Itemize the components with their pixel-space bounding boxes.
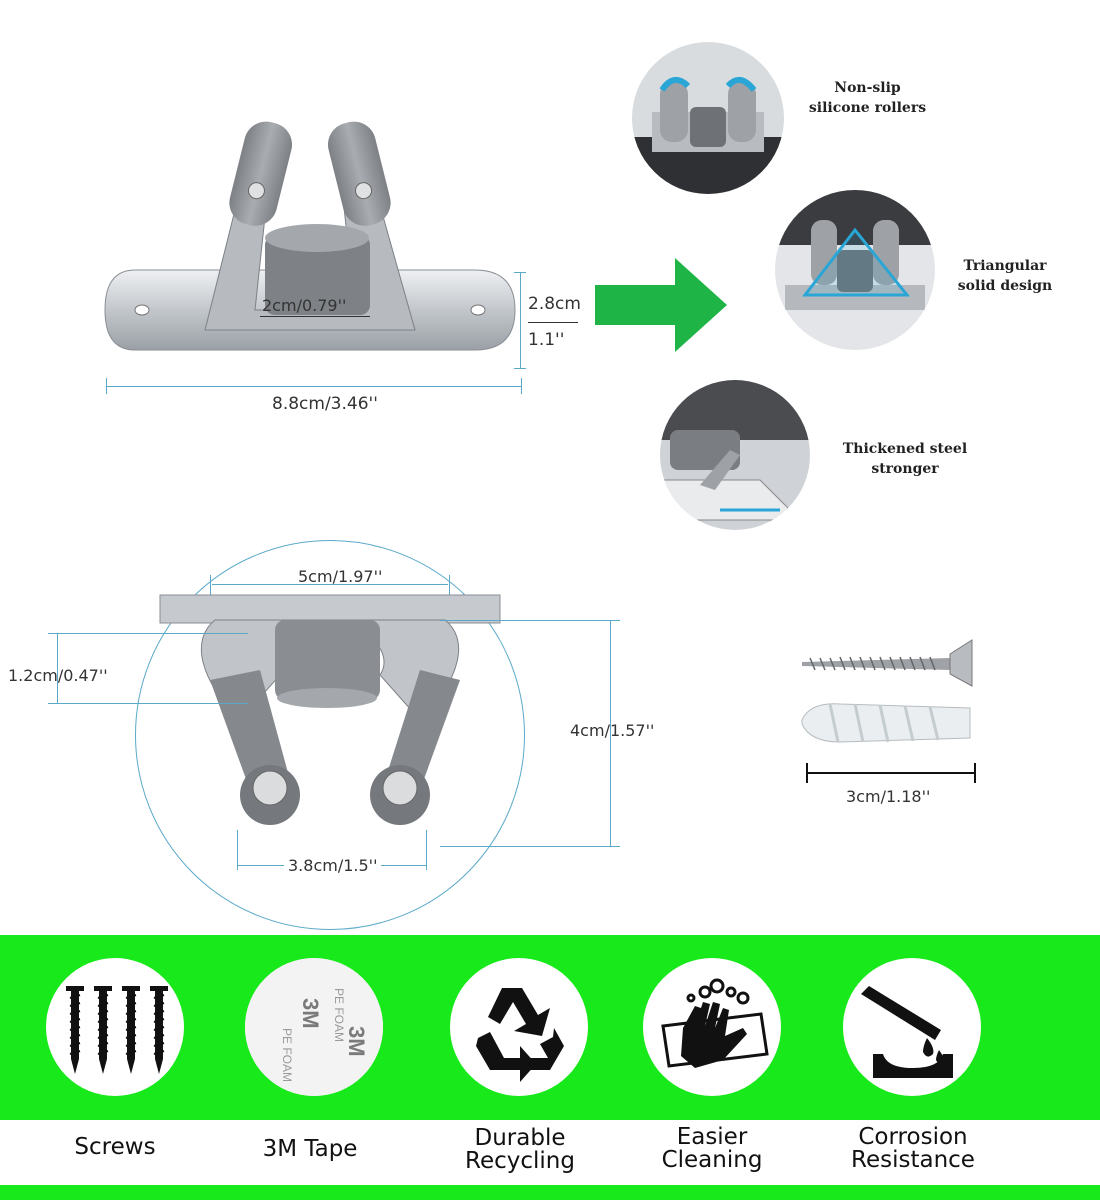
- mop-holder-top-image: [159, 594, 501, 825]
- feature-1-text: Non-slip silicone rollers: [790, 78, 945, 118]
- tape-icon: 3M PE FOAM 3M PE FOAM: [245, 958, 383, 1096]
- tape-brand-text-a: 3M: [298, 998, 323, 1029]
- top-product-view: [95, 110, 535, 370]
- caption-tape: 3M Tape: [215, 1138, 405, 1161]
- height-cm-label: 2.8cm: [528, 294, 581, 314]
- caption-corrosion: Corrosion Resistance: [818, 1126, 1008, 1172]
- caption-corrosion-line1: Corrosion: [858, 1124, 968, 1150]
- feature-1-line1: Non-slip: [834, 80, 901, 96]
- caption-recycling: Durable Recycling: [425, 1127, 615, 1173]
- height-mid-tick-bottom: [440, 846, 620, 847]
- screw-length-label: 3cm/1.18'': [846, 787, 931, 806]
- caption-cleaning-line1: Easier: [676, 1124, 748, 1150]
- feature-3-line2: stronger: [871, 461, 939, 477]
- height-mid-label: 4cm/1.57'': [570, 721, 655, 740]
- triangle-design-image: [775, 190, 935, 350]
- feature-2-line1: Triangular: [963, 258, 1047, 274]
- depth-label: 1.2cm/0.47'': [8, 666, 108, 685]
- feature-1-line2: silicone rollers: [808, 100, 927, 116]
- caption-screws-line1: Screws: [74, 1134, 156, 1160]
- roller-closeup-image: [632, 42, 784, 194]
- height-fraction-line: [528, 322, 578, 323]
- inner-width-line: [260, 316, 370, 317]
- feature-2-line2: solid design: [957, 278, 1053, 294]
- feature-3-text: Thickened steel stronger: [830, 439, 980, 479]
- gap-line: [212, 584, 448, 585]
- roller-gap-label: 3.8cm/1.5'': [284, 856, 382, 875]
- caption-cleaning-line2: Cleaning: [661, 1147, 763, 1173]
- recycle-icon: [450, 958, 588, 1096]
- inner-width-label: 2cm/0.79'': [262, 296, 347, 315]
- width-line: [106, 386, 522, 387]
- height-line-bottom: [514, 368, 526, 369]
- width-label: 8.8cm/3.46'': [272, 394, 378, 414]
- height-mid-tick-top: [440, 620, 620, 621]
- screws-icon: [46, 958, 184, 1096]
- corrosion-icon: [843, 958, 981, 1096]
- height-in-label: 1.1'': [528, 330, 565, 350]
- feature-3-line1: Thickened steel: [842, 441, 968, 457]
- depth-line: [57, 633, 58, 703]
- caption-corrosion-line2: Resistance: [851, 1147, 975, 1173]
- caption-recycling-line2: Recycling: [465, 1148, 575, 1174]
- caption-strip: [0, 1120, 1100, 1185]
- caption-cleaning: Easier Cleaning: [617, 1126, 807, 1172]
- gap-tick-left: [210, 575, 211, 595]
- top-view-circle: [135, 540, 525, 930]
- roller-gap-tick-left: [237, 830, 238, 870]
- steel-closeup-image: [660, 380, 810, 530]
- caption-tape-line1: 3M Tape: [262, 1136, 358, 1162]
- gap-tick-right: [449, 575, 450, 595]
- bottom-strip: [0, 1185, 1100, 1200]
- screw-length-line: [806, 772, 976, 774]
- tape-brand-text-b: 3M: [344, 1026, 369, 1057]
- arrow-right-icon: [595, 258, 727, 352]
- roller-gap-tick-right: [426, 830, 427, 870]
- width-tick-right: [521, 378, 522, 394]
- caption-recycling-line1: Durable: [474, 1125, 566, 1151]
- mop-holder-front-image: [104, 121, 516, 351]
- height-mid-line: [610, 620, 611, 846]
- feature-2-text: Triangular solid design: [935, 256, 1075, 296]
- screw-tick-right: [974, 763, 976, 783]
- caption-screws: Screws: [20, 1136, 210, 1159]
- tape-foam-text-a: PE FOAM: [332, 988, 346, 1042]
- depth-tick-bottom: [48, 703, 248, 704]
- cleaning-hand-icon: [643, 958, 781, 1096]
- screw-and-anchor-image: [801, 639, 973, 743]
- gap-label: 5cm/1.97'': [298, 567, 383, 586]
- depth-tick-top: [48, 633, 248, 634]
- height-line-vert: [520, 272, 521, 368]
- tape-foam-text-b: PE FOAM: [280, 1028, 294, 1082]
